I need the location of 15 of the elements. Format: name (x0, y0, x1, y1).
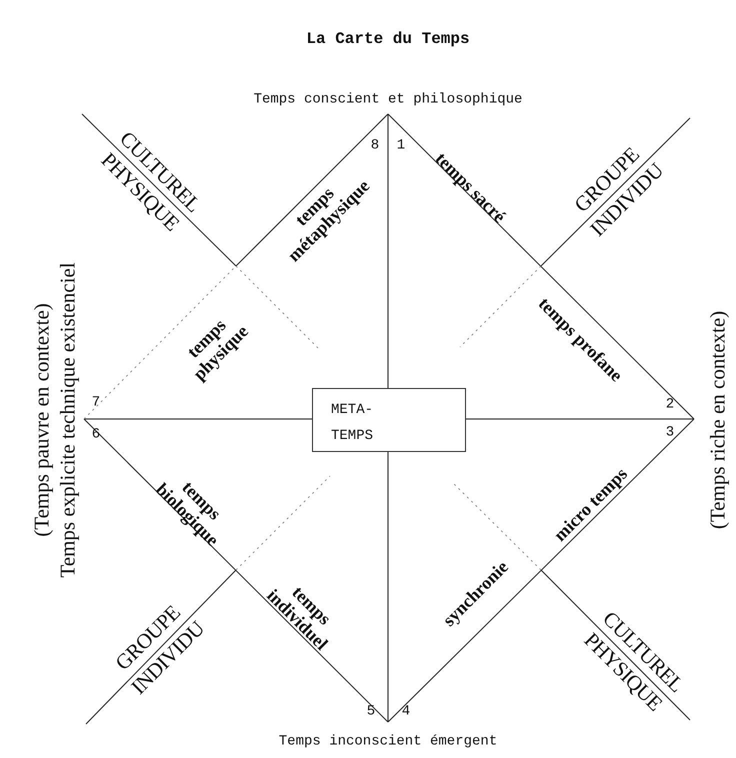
sector-number: 6 (92, 427, 100, 443)
sector-number: 2 (666, 397, 674, 413)
sector-number: 4 (402, 704, 410, 720)
axis-label: Temps inconscient émergent (278, 734, 498, 750)
sector-number: 8 (370, 138, 380, 154)
center-box: META- TEMPS (312, 388, 466, 452)
axis-label: Temps conscient et philosophique (254, 92, 522, 108)
diagram-title: La Carte du Temps (306, 31, 470, 49)
axis-label: (Temps riche en contexte) (706, 310, 730, 530)
sector-number: 5 (366, 704, 376, 720)
axis-label: (Temps pauvre en contexte) (30, 303, 54, 537)
axis-label: Temps explicite technique existenciel (56, 262, 80, 578)
sector-number: 3 (666, 425, 674, 441)
sector-number: 7 (92, 395, 100, 411)
sector-number: 1 (396, 138, 406, 154)
